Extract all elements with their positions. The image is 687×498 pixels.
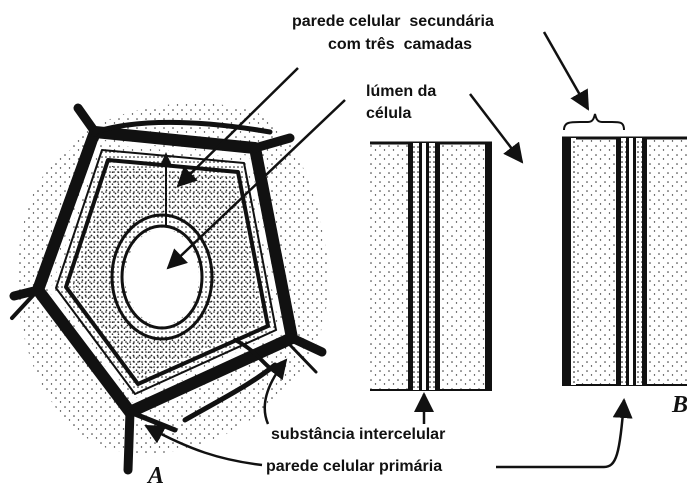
longitudinal-panel-b bbox=[370, 114, 687, 390]
label-lumen-line1: lúmen da bbox=[366, 82, 436, 101]
label-lumen-line2: célula bbox=[366, 104, 411, 123]
cross-section-panel-a bbox=[12, 103, 328, 470]
arrow-primary-wall-b bbox=[496, 400, 624, 467]
panel-label-a: A bbox=[148, 463, 164, 490]
section-right-edge-wall bbox=[562, 138, 571, 385]
label-primary-wall: parede celular primária bbox=[266, 457, 442, 476]
section-left-wall-a bbox=[408, 143, 413, 390]
label-secondary-wall-line2: com três camadas bbox=[328, 35, 472, 54]
arrow-secondary-wall-b bbox=[544, 32, 588, 109]
secondary-wall-brace bbox=[564, 114, 624, 130]
label-secondary-wall-line1: parede celular secundária bbox=[292, 12, 494, 31]
section-left-edge-wall bbox=[485, 143, 492, 390]
lumen bbox=[125, 229, 199, 325]
label-intercellular: substância intercelular bbox=[271, 425, 445, 444]
panel-label-b: B bbox=[672, 392, 687, 419]
